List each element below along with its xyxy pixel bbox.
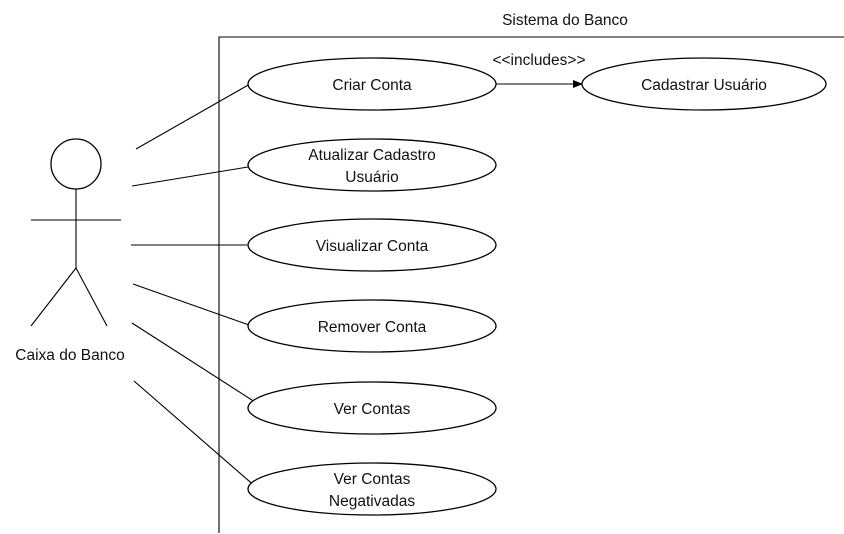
association-ver-contas [131, 322, 256, 403]
use-case-visualizar-conta: Visualizar Conta [247, 218, 497, 272]
use-case-criar-conta-label: Criar Conta [332, 77, 412, 94]
use-case-visualizar-conta-label: Visualizar Conta [316, 238, 429, 255]
use-case-ver-contas-ellipse [247, 381, 497, 435]
includes-label: <<includes>> [492, 52, 585, 69]
association-criar-conta [135, 83, 251, 150]
actor-figure [30, 138, 121, 327]
use-case-visualizar-conta-ellipse [247, 218, 497, 272]
association-ver-contas-negativadas [133, 380, 258, 489]
system-title: Sistema do Banco [502, 12, 628, 29]
use-case-atualizar-cadastro-usuario-label-line2: Usuário [345, 169, 398, 186]
use-case-ver-contas-label: Ver Contas [334, 401, 411, 418]
use-case-cadastrar-usuario-ellipse [581, 57, 827, 111]
association-remover-conta [132, 283, 250, 326]
use-case-remover-conta: Remover Conta [247, 299, 497, 353]
use-case-atualizar-cadastro-usuario: Atualizar Cadastro Usuário [247, 138, 497, 192]
system-boundary [218, 36, 844, 533]
use-case-criar-conta: Criar Conta [247, 57, 497, 111]
use-case-atualizar-cadastro-usuario-ellipse [247, 138, 497, 192]
association-atualizar-cadastro [131, 166, 249, 187]
use-case-cadastrar-usuario-label: Cadastrar Usuário [641, 77, 767, 94]
actor-head [50, 138, 102, 190]
use-case-cadastrar-usuario: Cadastrar Usuário [581, 57, 827, 111]
use-case-ver-contas: Ver Contas [247, 381, 497, 435]
use-case-ver-contas-negativadas-label-line1: Ver Contas [334, 471, 411, 488]
use-case-remover-conta-ellipse [247, 299, 497, 353]
actor-right-leg [75, 267, 108, 327]
actor-name: Caixa do Banco [15, 347, 124, 364]
use-case-ver-contas-negativadas: Ver Contas Negativadas [247, 462, 497, 516]
use-case-ver-contas-negativadas-ellipse [247, 462, 497, 516]
use-case-atualizar-cadastro-usuario-label-line1: Atualizar Cadastro [308, 147, 436, 164]
use-case-criar-conta-ellipse [247, 57, 497, 111]
use-case-remover-conta-label: Remover Conta [318, 319, 427, 336]
actor-left-leg [30, 267, 77, 327]
use-case-ver-contas-negativadas-label-line2: Negativadas [329, 493, 415, 510]
